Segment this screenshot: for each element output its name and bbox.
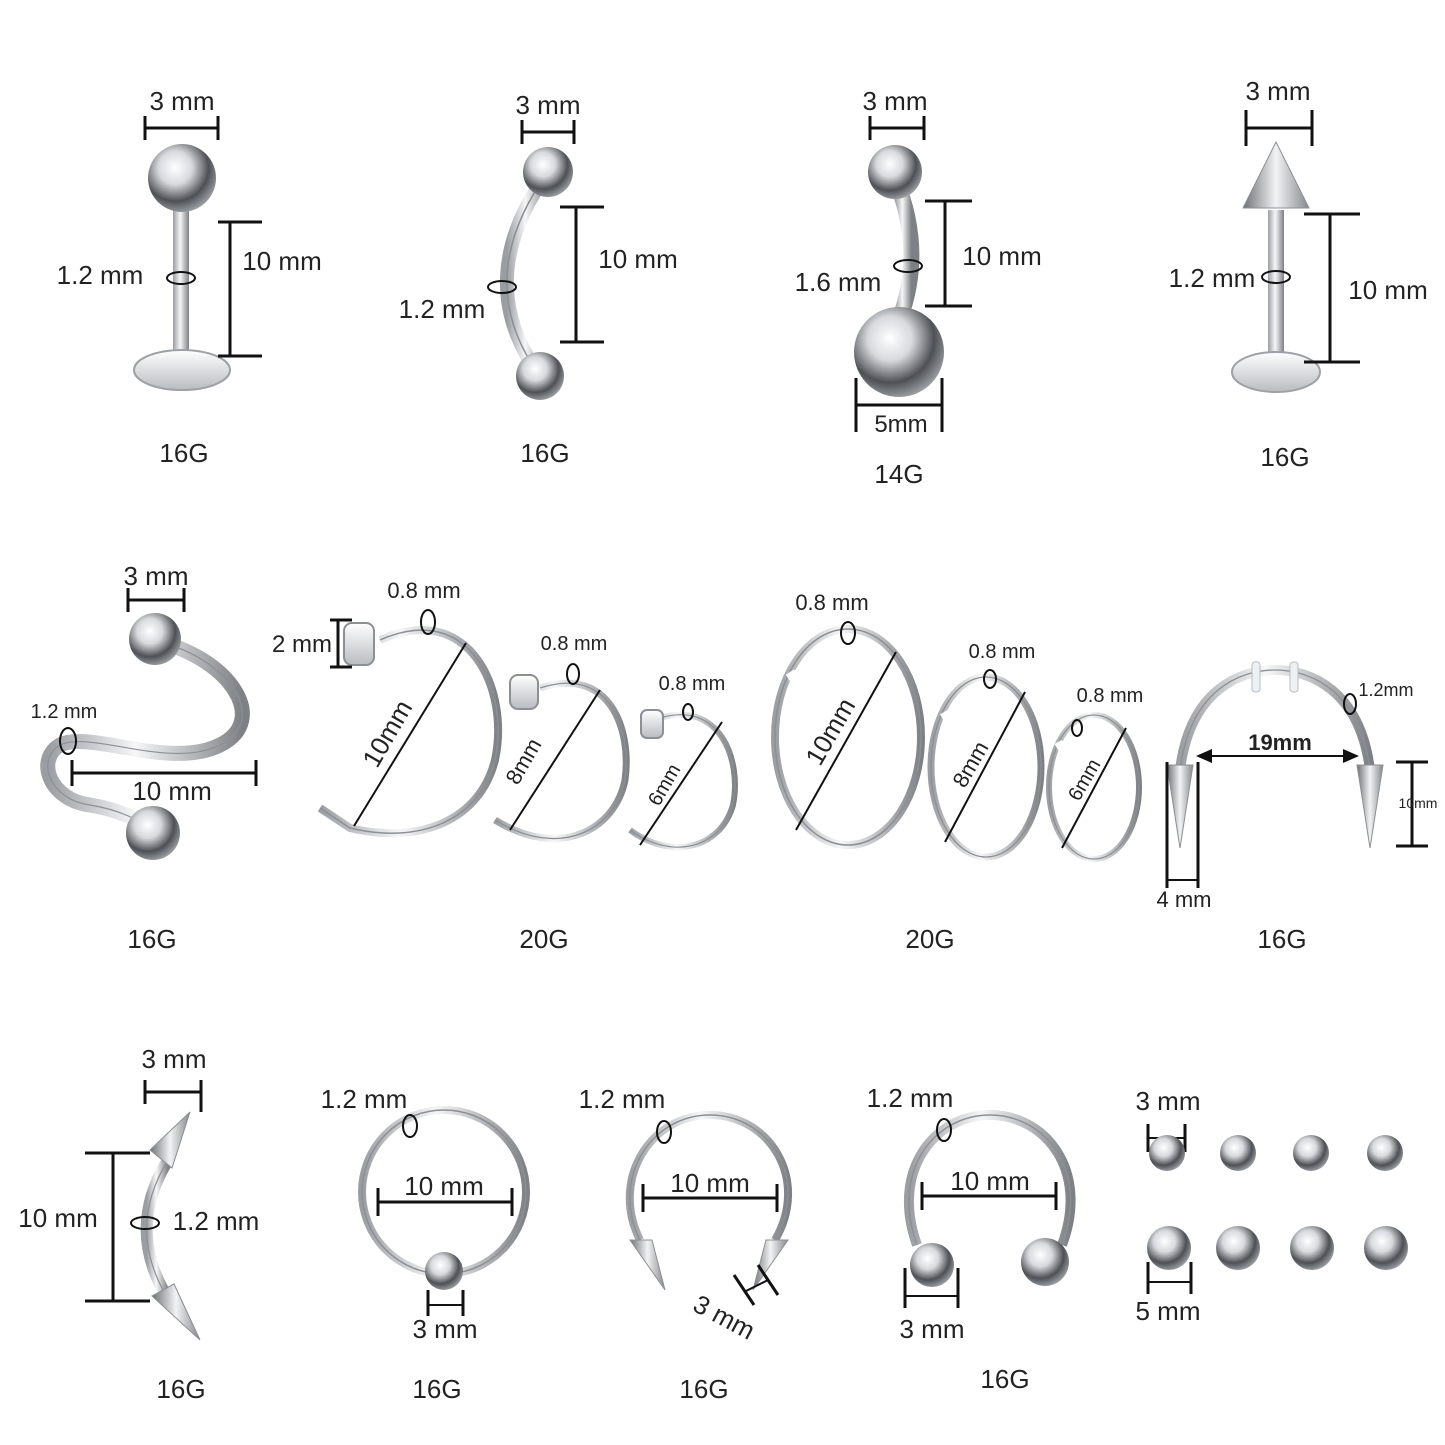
thickness-label: 1.2 mm <box>1169 263 1256 293</box>
thickness-label: 1.2 mm <box>31 701 98 723</box>
thickness-label: 1.6 mm <box>795 267 882 297</box>
ball-icon <box>1216 1226 1260 1270</box>
width-label: 3 mm <box>516 90 581 120</box>
gauge-label: 14G <box>874 459 923 489</box>
gauge-label: 16G <box>412 1374 461 1404</box>
length-label: 10 mm <box>18 1203 97 1233</box>
thickness-label: 1.2mm <box>1358 680 1413 700</box>
ball-label: 5mm <box>874 411 927 438</box>
replacement-balls: 3 mm 5 mm <box>1136 1086 1408 1326</box>
bead-icon <box>425 1252 463 1290</box>
thickness-label: 1.2 mm <box>399 294 486 324</box>
nose-hoops-open: 10mm 0.8 mm 8mm 0.8 mm 6mm 0.8 mm 20G <box>771 590 1144 954</box>
thickness-label: 1.2 mm <box>579 1084 666 1114</box>
thickness-label: 0.8 mm <box>387 578 460 603</box>
nose-hoops-flat-end: 10mm 2 mm 0.8 mm 8mm 0.8 mm 6mm 0.8 mm 2… <box>272 578 738 954</box>
thickness-label: 1.2 mm <box>173 1206 260 1236</box>
large-ball-label: 5 mm <box>1136 1296 1201 1326</box>
ball-icon <box>1293 1135 1329 1171</box>
bead-label: 3 mm <box>413 1314 478 1344</box>
width-label: 3 mm <box>150 86 215 116</box>
thickness-label: 1.2 mm <box>321 1084 408 1114</box>
gauge-label: 16G <box>127 924 176 954</box>
ball-label: 3 mm <box>900 1314 965 1344</box>
thickness-label: 0.8 mm <box>969 641 1036 663</box>
diameter-label: 10 mm <box>950 1166 1029 1196</box>
belly-button-ring: 3 mm 1.6 mm 10 mm 5mm 14G <box>795 86 1042 489</box>
length-label: 10 mm <box>1348 275 1427 305</box>
spike-width-label: 4 mm <box>1157 887 1212 912</box>
small-ball-label: 3 mm <box>1136 1086 1201 1116</box>
gauge-label: 16G <box>159 438 208 468</box>
ball-icon <box>523 147 573 197</box>
captive-bead-ring: 1.2 mm 10 mm 3 mm 16G <box>321 1084 530 1404</box>
twister-spiral: 3 mm 1.2 mm 10 mm 16G <box>31 561 258 954</box>
gauge-label: 16G <box>156 1374 205 1404</box>
length-label: 10 mm <box>598 244 677 274</box>
ball-icon <box>1149 1135 1185 1171</box>
gauge-label: 16G <box>520 438 569 468</box>
gauge-label: 20G <box>905 924 954 954</box>
diameter-label: 10 mm <box>670 1168 749 1198</box>
head-label: 2 mm <box>272 631 332 658</box>
diameter-label: 10mm <box>356 695 418 773</box>
gauge-label: 16G <box>1260 442 1309 472</box>
ball-icon <box>129 613 181 665</box>
labret-stud: 3 mm 1.2 mm 10 mm 16G <box>57 86 322 468</box>
gauge-label: 16G <box>679 1374 728 1404</box>
thickness-label: 0.8 mm <box>541 633 608 655</box>
curved-spike-barbell: 3 mm 10 mm 1.2 mm 16G <box>18 1044 259 1404</box>
ball-icon <box>1364 1226 1408 1270</box>
width-label: 3 mm <box>863 86 928 116</box>
ball-icon <box>1021 1238 1069 1286</box>
ball-icon <box>910 1243 954 1287</box>
width-label: 3 mm <box>142 1044 207 1074</box>
ball-icon <box>868 145 922 199</box>
thickness-label: 1.2 mm <box>57 260 144 290</box>
curved-eyebrow-barbell: 3 mm 1.2 mm 10 mm 16G <box>399 90 678 468</box>
ball-icon <box>1147 1226 1191 1270</box>
ball-icon <box>148 144 216 212</box>
length-label: 10 mm <box>962 241 1041 271</box>
spike-length-label: 10mm <box>1399 795 1438 811</box>
ball-icon <box>126 806 180 860</box>
ball-icon <box>1290 1226 1334 1270</box>
spike-industrial-barbell: 1.2mm 19mm 10mm 4 mm 16G <box>1157 661 1438 954</box>
ball-icon <box>854 307 944 397</box>
ball-icon <box>1367 1135 1403 1171</box>
spike-labret: 3 mm 1.2 mm 10 mm 16G <box>1169 76 1428 472</box>
width-label: 3 mm <box>1246 76 1311 106</box>
length-label: 10 mm <box>242 246 321 276</box>
gauge-label: 20G <box>519 924 568 954</box>
ball-icon <box>1220 1135 1256 1171</box>
diameter-label: 10 mm <box>404 1171 483 1201</box>
gauge-label: 16G <box>1257 924 1306 954</box>
horseshoe-spike: 1.2 mm 10 mm 3 mm 16G <box>579 1084 793 1404</box>
thickness-label: 0.8 mm <box>1077 685 1144 707</box>
thickness-label: 0.8 mm <box>659 673 726 695</box>
horseshoe-ball: 1.2 mm 10 mm 3 mm 16G <box>867 1083 1076 1394</box>
span-label: 19mm <box>1248 730 1312 755</box>
thickness-label: 0.8 mm <box>795 590 868 615</box>
gauge-label: 16G <box>980 1364 1029 1394</box>
thickness-label: 1.2 mm <box>867 1083 954 1113</box>
width-label: 3 mm <box>124 561 189 591</box>
length-label: 10 mm <box>132 776 211 806</box>
diameter-label: 8mm <box>500 734 546 789</box>
ball-icon <box>516 352 564 400</box>
